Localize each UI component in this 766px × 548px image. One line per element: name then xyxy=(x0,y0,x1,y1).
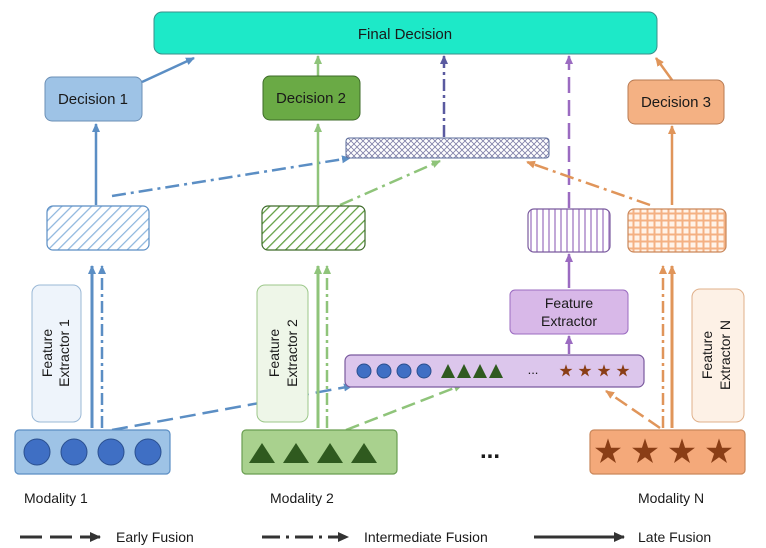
feature-extractor-1-label-line2: Extractor 1 xyxy=(56,319,72,387)
m2-latent-to-fused-arrow xyxy=(339,159,441,207)
decision-2-box xyxy=(262,75,361,121)
fused-feature-vector: ... xyxy=(344,354,645,388)
m1-latent-to-fused-arrow xyxy=(111,155,351,198)
legend-late-fusion-label: Late Fusion xyxy=(638,529,711,545)
feature-extractor-1-box xyxy=(31,284,82,423)
decision-3-label: Decision 3 xyxy=(641,94,711,111)
vector-circle xyxy=(396,363,412,379)
vector-star xyxy=(616,364,630,377)
early-fusion-arrow-m1 xyxy=(111,383,353,432)
modality-1-circle xyxy=(23,438,51,466)
modality-1-circle xyxy=(134,438,162,466)
feature-extractor-n-label-line1: Feature xyxy=(699,331,715,379)
modality-n-box xyxy=(589,429,746,475)
final-decision-label: Final Decision xyxy=(358,26,452,43)
latent-representation-mn xyxy=(627,208,727,253)
modality-2-triangle xyxy=(317,443,343,463)
latent-representation-m2 xyxy=(261,205,366,251)
decision-2-label: Decision 2 xyxy=(276,90,346,107)
vector-ellipsis: ... xyxy=(528,362,539,377)
latent-representation-m1 xyxy=(46,205,150,251)
feature-extractor-1-label-line1: Feature xyxy=(39,329,55,377)
decision-1-label: Decision 1 xyxy=(58,91,128,108)
modality-2-label: Modality 2 xyxy=(270,490,334,506)
mn-latent-to-fused-arrow xyxy=(526,160,651,207)
feature-extractor-n-label-line2: Extractor N xyxy=(717,320,733,390)
modality-2-input xyxy=(241,429,398,475)
vector-star xyxy=(597,364,611,377)
final-decision-box xyxy=(153,11,658,55)
decision3-to-final-arrow xyxy=(654,57,674,81)
early-fusion-arrow-mn xyxy=(605,389,661,430)
modality-n-star xyxy=(669,438,695,464)
central-feature-extractor-box xyxy=(509,289,629,335)
modality-1-input xyxy=(14,429,171,475)
vector-triangle xyxy=(473,364,487,378)
modality-1-box xyxy=(14,429,171,475)
modality-n-star xyxy=(706,438,732,464)
modality-n-star xyxy=(595,438,621,464)
vector-circle xyxy=(416,363,432,379)
modality-2-triangle xyxy=(249,443,275,463)
feature-extractor-2-label-line2: Extractor 2 xyxy=(284,319,300,387)
vector-triangle xyxy=(489,364,503,378)
feature-extractor-2-label-line1: Feature xyxy=(266,329,282,377)
central-feature-extractor-line2: Extractor xyxy=(541,313,597,329)
modality-1-label: Modality 1 xyxy=(24,490,88,506)
vector-star xyxy=(578,364,592,377)
modality-2-triangle xyxy=(351,443,377,463)
central-feature-extractor-line1: Feature xyxy=(545,295,593,311)
feature-extractor-2-box xyxy=(256,284,309,423)
modality-1-circle xyxy=(60,438,88,466)
modality-ellipsis: ... xyxy=(480,437,500,464)
modality-n-label: Modality N xyxy=(638,490,704,506)
modality-1-circle xyxy=(97,438,125,466)
vector-circle xyxy=(376,363,392,379)
fused-representation-bar xyxy=(345,137,550,159)
latent-representation-central xyxy=(527,208,611,253)
feature-extractor-n-box xyxy=(691,288,745,423)
modality-2-triangle xyxy=(283,443,309,463)
decision-3-box xyxy=(627,79,725,125)
legend-intermediate-fusion-label: Intermediate Fusion xyxy=(364,529,488,545)
vector-circle xyxy=(356,363,372,379)
legend-early-fusion-label: Early Fusion xyxy=(116,529,194,545)
modality-n-star xyxy=(632,438,658,464)
decision-1-box xyxy=(44,76,143,122)
modality-n-input xyxy=(589,429,746,475)
early-fusion-arrow-m2 xyxy=(345,383,463,432)
vector-star xyxy=(559,364,573,377)
decision1-to-final-arrow xyxy=(141,56,195,84)
vector-triangle xyxy=(457,364,471,378)
legend: Early Fusion Intermediate Fusion Late Fu… xyxy=(20,529,711,545)
vector-triangle xyxy=(441,364,455,378)
arrows-layer xyxy=(88,55,676,432)
